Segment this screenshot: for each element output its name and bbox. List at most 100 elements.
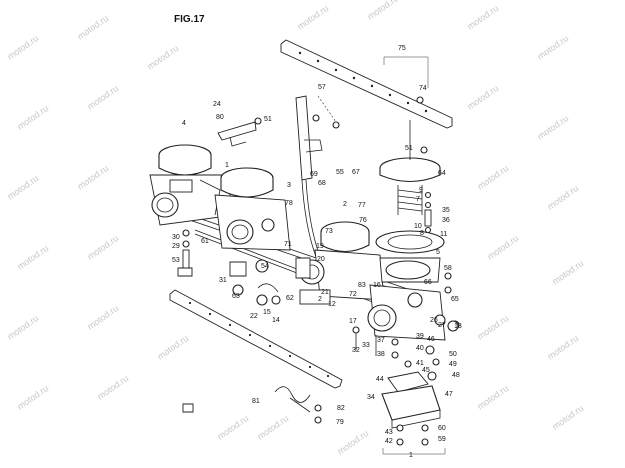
callout-number: 71 [284,241,292,248]
callout-number: 19 [316,243,324,250]
watermark-text: motod.ru [550,403,585,432]
callout-number: 9 [419,187,423,194]
callout-number: 62 [286,295,294,302]
callout-number: 13 [454,323,462,330]
callout-number: 33 [362,342,370,349]
callout-number: 34 [367,394,375,401]
watermark-text: motod.ru [475,313,510,342]
callout-number: 50 [449,351,457,358]
callout-number: 16 [373,282,381,289]
watermark-layer: motod.rumotod.rumotod.rumotod.rumotod.ru… [5,0,585,457]
callout-number: 24 [213,101,221,108]
callout-number: 10 [414,223,422,230]
float-bowl [381,371,441,446]
callout-number: 1 [409,452,413,459]
watermark-text: motod.ru [15,103,50,132]
carburetor-1 [149,144,236,226]
watermark-text: motod.ru [85,303,120,332]
callout-number: 20 [317,256,325,263]
watermark-text: motod.ru [365,0,400,22]
callout-number: 39 [416,333,424,340]
callout-number: 8 [420,230,424,237]
callout-number: 49 [449,361,457,368]
callout-number: 38 [377,351,385,358]
callout-bracket-75 [383,56,429,88]
watermark-text: motod.ru [550,258,585,287]
callout-number: 41 [416,360,424,367]
callout-number: 58 [444,265,452,272]
callout-number: 78 [285,200,293,207]
callout-number: 46 [427,336,435,343]
callout-number: 27 [438,322,446,329]
callout-number: 80 [216,114,224,121]
watermark-text: motod.ru [545,333,580,362]
bottom-strip-holes [188,301,330,378]
callout-number: 76 [359,217,367,224]
bottom-bracket-strip [169,289,343,389]
callout-number: 22 [250,313,258,320]
callout-number: 67 [352,169,360,176]
chamber-cap-exploded [375,120,445,283]
spring-clip-parts [182,386,322,424]
callout-number: 77 [358,202,366,209]
callout-number: 1 [225,162,229,169]
callout-number: 7 [416,196,420,203]
watermark-text: motod.ru [215,413,250,442]
watermark-text: motod.ru [155,333,190,362]
callout-number: 60 [438,425,446,432]
small-parts-left [177,229,311,306]
watermark-text: motod.ru [85,83,120,112]
callout-number: 69 [310,171,318,178]
callout-number: 48 [452,372,460,379]
watermark-text: motod.ru [475,163,510,192]
callout-number: 40 [416,345,424,352]
callout-number: 74 [419,85,427,92]
watermark-text: motod.ru [335,428,370,457]
carburetor-4 [367,284,460,341]
callout-number: 37 [377,337,385,344]
callout-number: 14 [272,317,280,324]
callout-number: 63 [232,293,240,300]
callout-number: 53 [172,257,180,264]
carburetor-2 [214,167,291,251]
callout-number: 45 [422,367,430,374]
callout-number: 68 [318,180,326,187]
strip-holes [298,51,428,113]
callout-number: 47 [445,391,453,398]
watermark-text: motod.ru [95,373,130,402]
watermark-text: motod.ru [5,33,40,62]
watermark-text: motod.ru [145,43,180,72]
callout-number: 51 [264,116,272,123]
callout-bracket-1 [382,448,446,455]
watermark-text: motod.ru [475,383,510,412]
callout-number: 42 [385,438,393,445]
callout-number: 15 [263,309,271,316]
carburetor-artwork [149,39,460,455]
callout-number: 17 [349,318,357,325]
watermark-text: motod.ru [255,413,290,442]
callout-number: 3 [287,182,291,189]
top-left-bracket [217,96,428,154]
callout-number: 83 [358,282,366,289]
callout-number: 55 [336,169,344,176]
callout-number: 21 [321,289,329,296]
callout-number: 2 [343,201,347,208]
callout-number: 61 [201,238,209,245]
callout-number: 4 [182,120,186,127]
callout-number: 12 [328,301,336,308]
watermark-text: motod.ru [465,3,500,32]
callout-number: 65 [451,296,459,303]
watermark-text: motod.ru [15,243,50,272]
small-parts-right [352,191,459,381]
watermark-text: motod.ru [485,233,520,262]
callout-number: 66 [424,279,432,286]
watermark-text: motod.ru [295,3,330,32]
callout-number: 82 [337,405,345,412]
callout-number: 5 [436,249,440,256]
watermark-text: motod.ru [75,163,110,192]
callout-number: 2 [318,296,322,303]
watermark-text: motod.ru [545,183,580,212]
